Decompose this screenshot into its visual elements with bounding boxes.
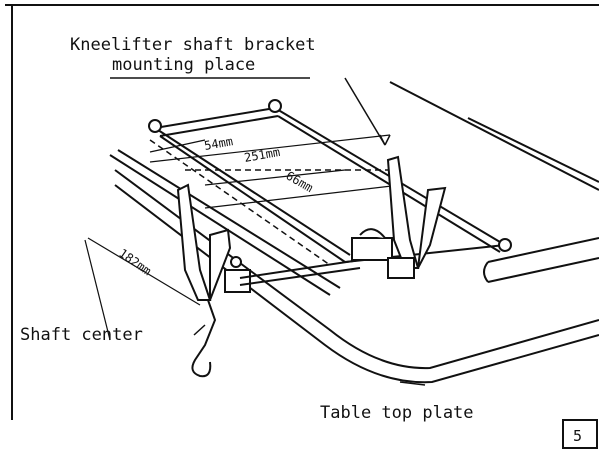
base-frame <box>148 99 512 263</box>
dim-251: 251mm <box>243 145 281 165</box>
dim-182: 182mm <box>116 246 154 278</box>
bracket-label-line1: Kneelifter shaft bracket <box>70 35 316 55</box>
page-number-box: 5 <box>562 419 598 449</box>
leader-lines <box>110 77 426 386</box>
rails <box>109 149 341 296</box>
left-bracket <box>176 183 251 378</box>
bracket-label-line2: mounting place <box>112 55 255 75</box>
figure-frame <box>5 4 599 420</box>
table-top-label: Table top plate <box>320 403 474 423</box>
right-bracket <box>351 155 447 279</box>
dim-66: 66mm <box>284 168 316 195</box>
page-number: 5 <box>573 427 582 445</box>
shaft-center-label: Shaft center <box>20 325 143 345</box>
knee-lifter-shaft <box>239 259 361 286</box>
dimension-lines <box>84 134 401 341</box>
mounting-guide-dashed <box>149 139 400 266</box>
table-top-plate <box>114 81 599 384</box>
dim-54: 54mm <box>203 134 234 153</box>
